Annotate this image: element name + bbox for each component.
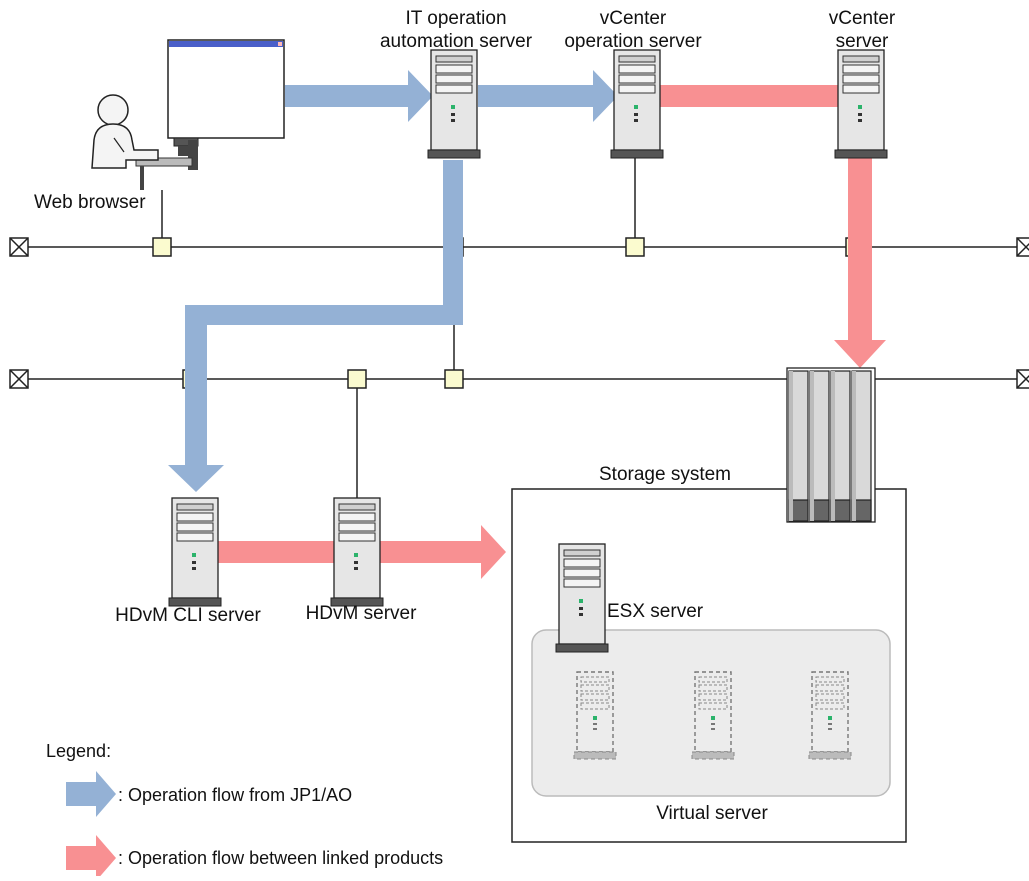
it-server-label-line1: IT operation xyxy=(405,8,507,29)
lower-left-terminator-icon xyxy=(9,369,29,389)
hdvm-cli-server-icon xyxy=(168,497,222,607)
flow-link-vcenter-op-to-vcenter xyxy=(655,85,840,107)
vcenter-server-label-line1: vCenter xyxy=(828,8,896,29)
storage-system-label: Storage system xyxy=(599,464,731,485)
network-node xyxy=(152,237,172,257)
it-server-label-line2: automation server xyxy=(379,31,533,52)
storage-array-icon xyxy=(786,367,876,523)
legend-red-arrow-icon xyxy=(66,835,116,881)
it-operation-automation-server-icon xyxy=(427,49,481,159)
upper-left-terminator-icon xyxy=(9,237,29,257)
network-node xyxy=(444,369,464,389)
network-line-lower xyxy=(9,369,1029,389)
vcenter-op-server-label: vCenter operation server xyxy=(564,7,701,53)
lower-right-terminator-icon xyxy=(1016,369,1029,389)
it-server-label: IT operation automation server xyxy=(380,7,532,53)
legend-title: Legend: xyxy=(46,741,112,761)
web-browser-pc xyxy=(91,39,285,190)
esx-server-label: ESX server xyxy=(607,601,704,622)
vcenter-op-label-line2: operation server xyxy=(564,31,702,52)
network-node xyxy=(625,237,645,257)
vcenter-op-label-line1: vCenter xyxy=(599,8,667,29)
flow-arrows-blue xyxy=(168,70,618,492)
hdvm-server-icon xyxy=(330,497,384,607)
vcenter-server-label-line2: server xyxy=(835,31,889,52)
vcenter-server-icon xyxy=(834,49,888,159)
network-node xyxy=(347,369,367,389)
legend-item-red: : Operation flow between linked products xyxy=(118,848,444,868)
upper-right-terminator-icon xyxy=(1016,237,1029,257)
virtual-server-label: Virtual server xyxy=(656,803,768,824)
flow-arrow-it-to-vcenter-op xyxy=(478,70,618,122)
vcenter-server-label: vCenter server xyxy=(829,7,896,53)
user-person-icon xyxy=(91,94,159,169)
flow-arrow-browser-to-it xyxy=(285,70,433,122)
legend-item-blue: : Operation flow from JP1/AO xyxy=(118,785,353,805)
hdvm-server-label: HDvM server xyxy=(305,603,417,624)
hdvm-cli-server-label: HDvM CLI server xyxy=(115,605,261,626)
browser-titlebar xyxy=(169,41,283,47)
virtual-server-area xyxy=(531,629,891,797)
browser-window xyxy=(167,39,285,139)
esx-server-icon xyxy=(555,543,609,653)
flow-arrow-it-to-hdvm-cli xyxy=(168,160,463,492)
web-browser-label: Web browser xyxy=(34,192,146,213)
flow-arrow-vcenter-to-storage xyxy=(834,158,886,368)
connector-lines xyxy=(161,158,824,500)
vcenter-operation-server-icon xyxy=(610,49,664,159)
legend-blue-arrow-icon xyxy=(66,771,116,817)
